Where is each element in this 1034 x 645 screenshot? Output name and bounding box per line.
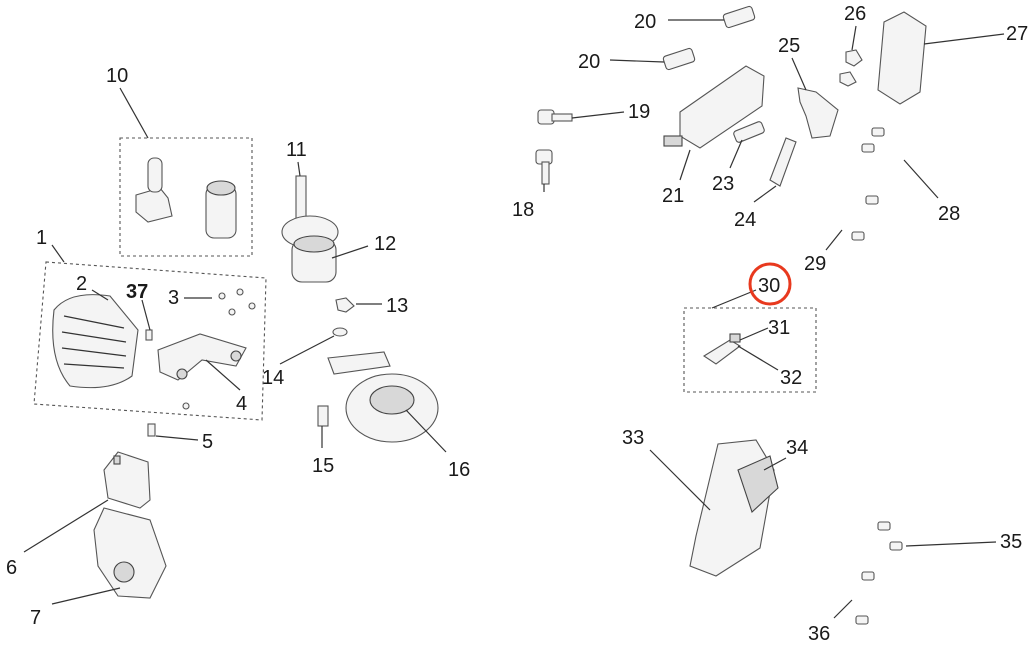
part-lower-cover[interactable] — [93, 507, 167, 599]
callout-25[interactable]: 25 — [778, 35, 800, 57]
callout-1[interactable]: 1 — [36, 227, 47, 249]
part-battery-box-21[interactable] — [663, 65, 765, 149]
part-bolt-19[interactable] — [537, 109, 573, 125]
part-relay-12[interactable] — [291, 235, 337, 283]
part-bracket-25[interactable] — [797, 87, 839, 139]
callout-11[interactable]: 11 — [286, 139, 307, 161]
part-pad-20-top[interactable] — [722, 5, 756, 29]
part-bolt-18[interactable] — [535, 149, 553, 185]
highlight-circle — [748, 262, 792, 306]
callout-7[interactable]: 7 — [30, 607, 41, 629]
callout-19[interactable]: 19 — [628, 101, 650, 123]
part-screws-35[interactable] — [877, 521, 903, 551]
callout-14[interactable]: 14 — [262, 367, 284, 389]
callout-18[interactable]: 18 — [512, 199, 534, 221]
callout-24[interactable]: 24 — [734, 209, 756, 231]
part-ignition-cylinder[interactable] — [205, 180, 237, 239]
callout-23[interactable]: 23 — [712, 173, 734, 195]
part-screw-37[interactable] — [145, 329, 153, 341]
callout-10[interactable]: 10 — [106, 65, 128, 87]
callout-28[interactable]: 28 — [938, 203, 960, 225]
callout-12[interactable]: 12 — [374, 233, 396, 255]
callout-labels: 1 2 3 4 5 6 7 10 11 12 13 14 15 16 18 19… — [6, 3, 1028, 645]
assembly-box-10 — [119, 137, 253, 257]
part-battery-27[interactable] — [877, 11, 927, 105]
part-fuse-31-32[interactable] — [702, 333, 741, 365]
callout-27[interactable]: 27 — [1006, 23, 1028, 45]
callout-26[interactable]: 26 — [844, 3, 866, 25]
callout-34[interactable]: 34 — [786, 437, 808, 459]
callout-36[interactable]: 36 — [808, 623, 830, 645]
part-fuse-box-34[interactable] — [737, 455, 779, 513]
part-horn-16[interactable] — [327, 351, 439, 443]
part-strap-24[interactable] — [769, 137, 797, 187]
callout-30[interactable]: 30 — [758, 275, 780, 297]
callout-20-left[interactable]: 20 — [578, 51, 600, 73]
callout-15[interactable]: 15 — [312, 455, 334, 477]
callout-20-top[interactable]: 20 — [634, 11, 656, 33]
callout-6[interactable]: 6 — [6, 557, 17, 579]
callout-31[interactable]: 31 — [768, 317, 790, 339]
part-screws-28[interactable] — [861, 127, 885, 205]
callout-4[interactable]: 4 — [236, 393, 247, 415]
callout-2[interactable]: 2 — [76, 273, 87, 295]
part-headlight[interactable] — [52, 294, 139, 389]
part-screw-29[interactable] — [851, 231, 865, 241]
callout-29[interactable]: 29 — [804, 253, 826, 275]
part-screws-3[interactable] — [218, 288, 256, 316]
callout-37[interactable]: 37 — [126, 281, 148, 303]
callout-16[interactable]: 16 — [448, 459, 470, 481]
callout-3[interactable]: 3 — [168, 287, 179, 309]
part-headlight-bracket[interactable] — [157, 333, 247, 381]
part-upper-cover[interactable] — [103, 451, 151, 509]
part-bolt-15[interactable] — [317, 405, 329, 427]
assembly-box-30 — [683, 307, 817, 393]
callout-35[interactable]: 35 — [1000, 531, 1022, 553]
callout-33[interactable]: 33 — [622, 427, 644, 449]
part-screw-5[interactable] — [147, 402, 190, 437]
callout-32[interactable]: 32 — [780, 367, 802, 389]
part-screws-36[interactable] — [855, 571, 875, 625]
part-nut-13[interactable] — [335, 297, 355, 313]
callout-21[interactable]: 21 — [662, 185, 684, 207]
assembly-box-1 — [33, 261, 267, 421]
part-pad-20-left[interactable] — [662, 47, 696, 71]
callout-13[interactable]: 13 — [386, 295, 408, 317]
part-nut-26[interactable] — [839, 49, 863, 87]
part-ignition-key[interactable] — [135, 157, 173, 223]
part-washer-14[interactable] — [332, 327, 348, 337]
part-pad-23[interactable] — [733, 121, 765, 143]
callout-5[interactable]: 5 — [202, 431, 213, 453]
leader-lines — [23, 19, 1005, 619]
